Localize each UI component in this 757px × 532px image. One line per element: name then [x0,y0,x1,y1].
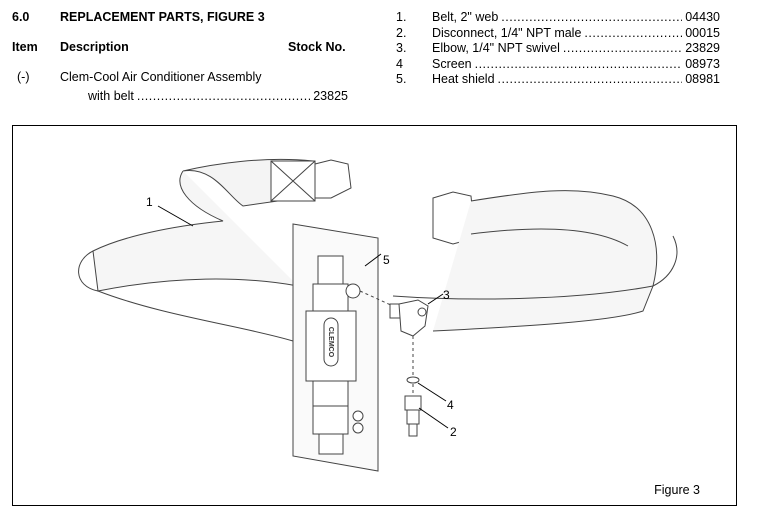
figure-caption: Figure 3 [654,483,700,497]
parts-diagram: CLEMCO 1 2 3 4 5 [78,158,678,472]
part-stock: 08973 [685,56,720,71]
buckle-female [314,159,352,199]
section-title: REPLACEMENT PARTS, FIGURE 3 [60,10,265,24]
part-row: 3. Elbow, 1/4" NPT swivel 23829 [396,41,720,57]
part-row: 2. Disconnect, 1/4" NPT male 00015 [396,26,720,42]
part-row: 5. Heat shield 08981 [396,72,720,88]
part-row: 4 Screen 08973 [396,57,720,73]
callout-2: 2 [450,425,457,439]
callout-3: 3 [443,288,450,302]
callout-4: 4 [447,398,454,412]
header-stock: Stock No. [288,40,346,54]
leader-dots [563,41,682,57]
disconnect-male [404,395,422,437]
screen [406,376,420,384]
assembly-stock: 23825 [313,89,348,103]
leader-dots [584,26,682,42]
elbow-swivel [389,299,429,337]
callout-1: 1 [146,195,153,209]
assembly-item: (-) [17,70,30,84]
leader-dots [501,10,682,26]
brand-mark: CLEMCO [327,327,334,358]
part-number: 3. [396,41,407,56]
assembly-row: with belt 23825 [88,89,348,103]
leader-dots [137,89,310,103]
part-stock: 00015 [685,25,720,40]
part-number: 1. [396,10,407,24]
part-row: 1. Belt, 2" web 04430 [396,10,720,26]
part-stock: 04430 [685,10,720,24]
assembly-description: Clem-Cool Air Conditioner Assembly [60,70,262,84]
header-item: Item [12,40,38,54]
part-description: Heat shield [432,72,495,87]
part-description: Elbow, 1/4" NPT swivel [432,41,560,56]
figure-3: CLEMCO 1 2 3 4 5 Figure 3 [12,125,737,506]
air-conditioner-body [305,255,364,455]
part-stock: 08981 [685,72,720,87]
header-description: Description [60,40,129,54]
part-number: 2. [396,25,407,40]
part-description: Belt, 2" web [432,10,499,24]
part-stock: 23829 [685,41,720,56]
callout-5: 5 [383,253,390,267]
section-number: 6.0 [12,10,30,24]
brand-label-oval [323,317,339,367]
part-description: Disconnect, 1/4" NPT male [432,25,582,40]
part-number: 4 [396,56,403,71]
part-number: 5. [396,72,407,87]
assembly-description-cont: with belt [88,89,134,103]
part-description: Screen [432,56,472,71]
leader-dots [498,72,683,88]
leader-dots [475,57,683,73]
